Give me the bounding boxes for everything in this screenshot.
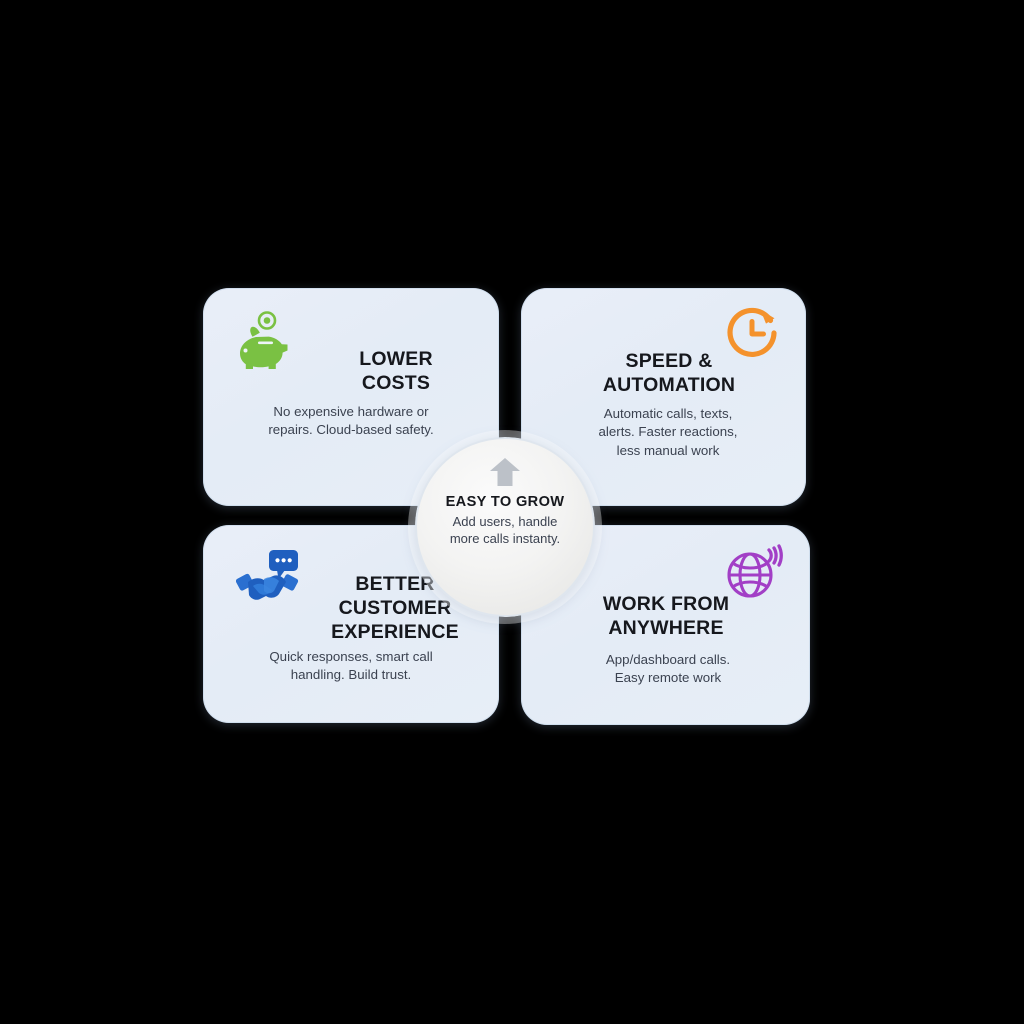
center-hub-easy-to-grow[interactable]: EASY TO GROW Add users, handle more call… [415,437,595,617]
card-lower-costs-description: No expensive hardware or repairs. Cloud-… [268,404,434,438]
card-lower-costs-content: LOWER COSTS No expensive hardware or rep… [203,288,499,506]
center-hub-title: EASY TO GROW [445,494,565,510]
up-arrow-icon [488,457,522,492]
center-hub-description: Add users, handle more calls instanty. [449,514,561,547]
globe-wifi-icon [724,539,788,606]
piggy-bank-icon [236,311,298,376]
handshake-chat-icon [235,548,300,611]
card-work-anywhere-content: WORK FROM ANYWHERE App/dashboard calls. … [521,525,810,725]
card-better-experience-description: Quick responses, smart call handling. Bu… [269,649,433,683]
card-speed-automation-title: SPEED & AUTOMATION [602,350,736,396]
card-work-anywhere-description: App/dashboard calls. Easy remote work [605,652,731,686]
card-better-experience-title: BETTER CUSTOMER EXPERIENCE [331,573,459,643]
card-speed-automation-description: Automatic calls, texts, alerts. Faster r… [598,406,738,458]
card-lower-costs[interactable]: LOWER COSTS No expensive hardware or rep… [203,288,499,506]
card-better-experience-content: BETTER CUSTOMER EXPERIENCE Quick respons… [203,525,499,723]
clock-refresh-icon [724,306,782,367]
card-speed-automation-content: SPEED & AUTOMATION Automatic calls, text… [521,288,806,506]
card-lower-costs-title: LOWER COSTS [359,348,433,394]
card-work-anywhere-title: WORK FROM ANYWHERE [602,593,730,639]
